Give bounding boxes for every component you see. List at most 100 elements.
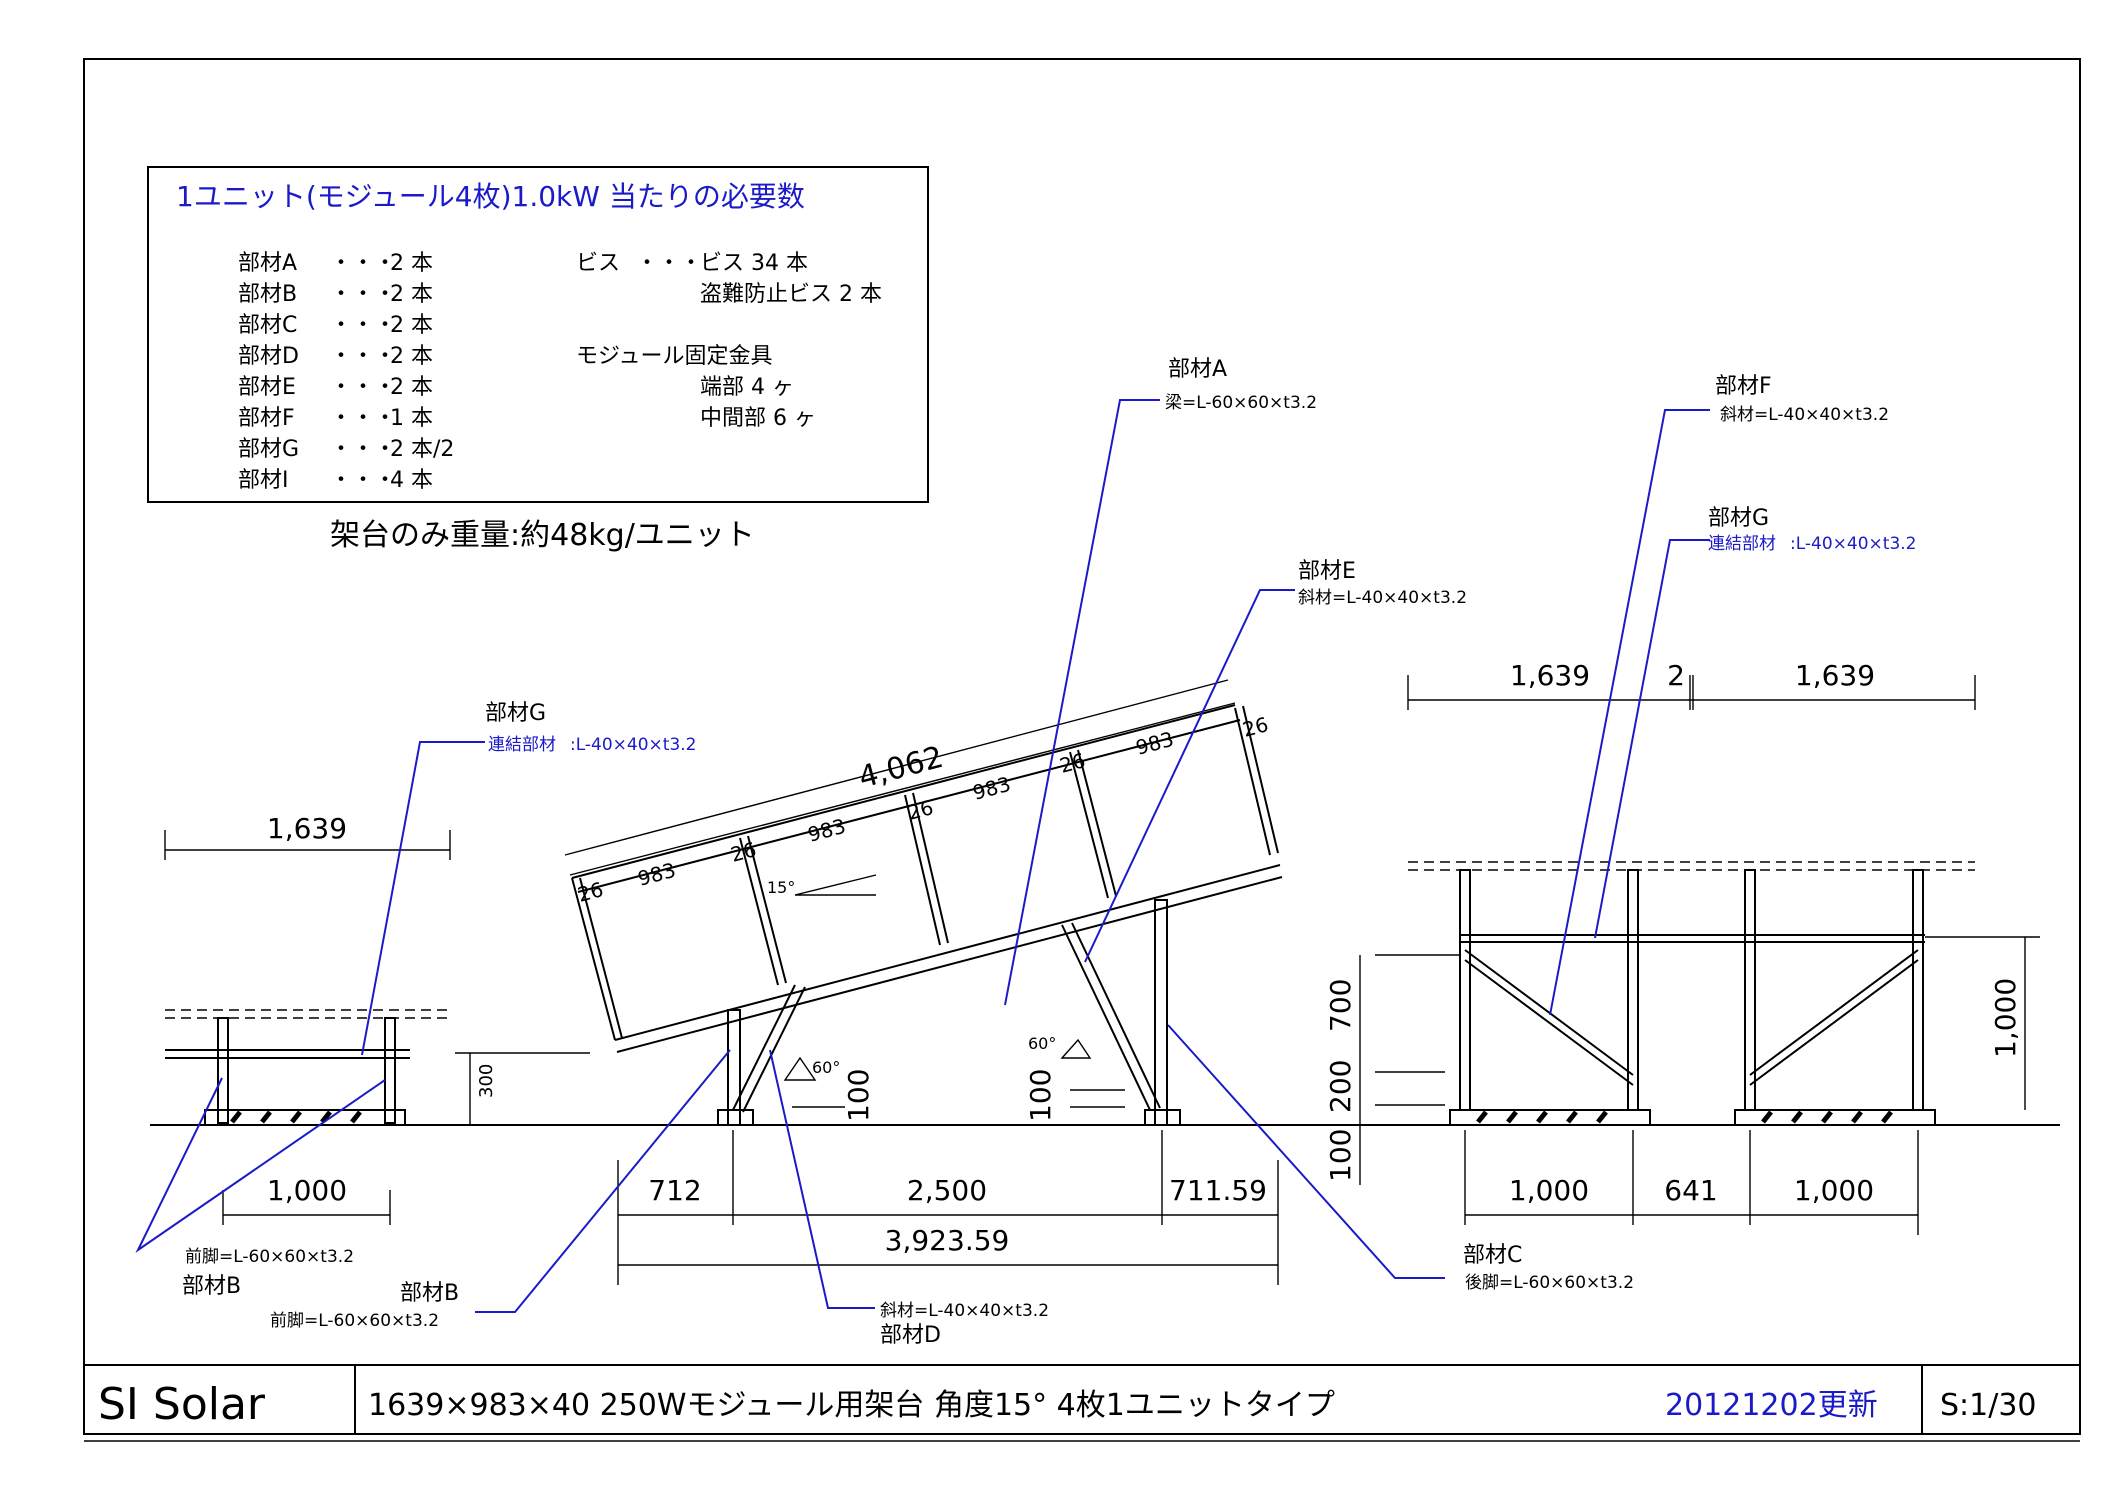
member-list-name: 部材E <box>238 375 296 400</box>
leader-member-c <box>1167 1024 1445 1279</box>
dim-300: 300 <box>476 1064 497 1098</box>
member-list-qty: 4 本 <box>390 468 433 493</box>
dim-right-200: 200 <box>1324 1060 1357 1113</box>
fixture-title: モジュール固定金具 <box>576 344 772 369</box>
angle-rear: 60° <box>1028 1034 1056 1053</box>
dim-right-base-gap: 641 <box>1664 1174 1717 1207</box>
dim-seg-3: 983 <box>970 772 1013 805</box>
dim-100-rear: 100 <box>1024 1069 1057 1122</box>
dim-right-base1: 1,000 <box>1509 1174 1589 1207</box>
member-list-sep: ・・・ <box>330 251 396 276</box>
label-member-c-spec: 後脚=L-60×60×t3.2 <box>1465 1273 1634 1293</box>
fixture-end: 端部 4 ヶ <box>700 375 794 400</box>
label-member-b-mid: 部材B <box>400 1281 459 1306</box>
leader-member-b-left <box>135 1077 386 1253</box>
fixture-mid: 中間部 6 ヶ <box>700 406 816 431</box>
member-list-qty: 2 本 <box>390 344 433 369</box>
label-member-g-left-spec-b: :L-40×40×t3.2 <box>570 735 697 755</box>
member-list-qty: 2 本 <box>390 282 433 307</box>
dim-span-rear: 711.59 <box>1169 1174 1267 1207</box>
requirements-box <box>147 166 929 503</box>
screws-qty: ビス 34 本 <box>700 251 808 276</box>
label-member-f-spec: 斜材=L-40×40×t3.2 <box>1720 405 1889 425</box>
foundation-right-1 <box>1449 1109 1651 1126</box>
member-list-qty: 2 本 <box>390 375 433 400</box>
hardware-list: ビス ・・・ ビス 34 本 盗難防止ビス 2 本 モジュール固定金具 端部 4… <box>576 251 882 431</box>
leader-member-b-mid <box>475 1049 731 1313</box>
dim-seg-1: 983 <box>635 858 678 891</box>
rear-leg-right-4 <box>1912 869 1924 1111</box>
dim-right-100: 100 <box>1324 1129 1357 1182</box>
dim-left-base: 1,000 <box>267 1174 347 1207</box>
label-member-b-left-spec: 前脚=L-60×60×t3.2 <box>185 1247 354 1267</box>
front-leg-left-2 <box>384 1017 396 1124</box>
weight-note: 架台のみ重量:約48kg/ユニット <box>330 518 755 553</box>
member-list-sep: ・・・ <box>330 468 396 493</box>
dim-span-total: 3,923.59 <box>885 1224 1010 1257</box>
dim-100-front: 100 <box>842 1069 875 1122</box>
member-list-sep: ・・・ <box>330 344 396 369</box>
label-member-e: 部材E <box>1298 559 1356 584</box>
member-list-sep: ・・・ <box>330 375 396 400</box>
leader-member-f <box>1549 409 1710 1016</box>
member-list-sep: ・・・ <box>330 406 396 431</box>
member-list-name: 部材C <box>238 313 297 338</box>
title-updated: 20121202更新 <box>1665 1388 1878 1423</box>
rear-leg-member-c <box>1154 899 1168 1126</box>
member-list-name: 部材D <box>238 344 299 369</box>
member-list: 部材A ・・・ 2 本 部材B ・・・ 2 本 部材C ・・・ 2 本 部材D … <box>238 251 454 493</box>
dim-panel-total: 4,062 <box>855 740 947 796</box>
member-list-sep: ・・・ <box>330 282 396 307</box>
member-list-sep: ・・・ <box>330 313 396 338</box>
title-scale: S:1/30 <box>1940 1388 2037 1423</box>
title-company: SI Solar <box>98 1379 266 1430</box>
label-member-c: 部材C <box>1463 1243 1522 1268</box>
dim-seg-4: 983 <box>1133 727 1176 760</box>
dim-right-base2: 1,000 <box>1794 1174 1874 1207</box>
screws-sep: ・・・ <box>636 251 702 276</box>
leader-member-d <box>769 1049 875 1309</box>
side-view: 300 100 60° 100 60° 15° 4,062 26 983 26 … <box>455 679 1283 1285</box>
member-list-qty: 2 本 <box>390 313 433 338</box>
label-member-a-spec: 梁=L-60×60×t3.2 <box>1165 393 1317 413</box>
dim-right-gap: 2 <box>1667 659 1685 692</box>
title-block: SI Solar 1639×983×40 250Wモジュール用架台 角度15° … <box>98 1379 2037 1430</box>
member-list-name: 部材F <box>238 406 295 431</box>
dim-right-w1: 1,639 <box>1510 659 1590 692</box>
member-list-qty: 2 本/2 <box>390 437 454 462</box>
rear-diagonal-member-e <box>1061 924 1151 1111</box>
module-end-front <box>571 877 616 1041</box>
member-list-name: 部材I <box>238 468 289 493</box>
module-top-edge <box>571 704 1236 879</box>
dim-span-front: 712 <box>648 1174 701 1207</box>
diagonal-member-f-1 <box>1464 949 1634 1076</box>
foundation-left <box>204 1109 406 1126</box>
leader-member-g-right <box>1594 539 1710 939</box>
dim-right-1000: 1,000 <box>1989 978 2022 1058</box>
leader-member-a <box>1004 399 1160 1006</box>
module-end-rear <box>1234 707 1271 856</box>
dim-right-w2: 1,639 <box>1795 659 1875 692</box>
leader-member-g-left <box>361 741 485 1056</box>
requirements-title: 1ユニット(モジュール4枚)1.0kW 当たりの必要数 <box>176 180 805 213</box>
rear-leg-right-1 <box>1459 869 1471 1111</box>
angle-front: 60° <box>812 1058 840 1077</box>
leader-member-e <box>1084 589 1295 963</box>
label-member-d-spec: 斜材=L-40×40×t3.2 <box>880 1301 1049 1321</box>
dim-gap-1: 26 <box>575 877 606 907</box>
dim-left-width: 1,639 <box>267 812 347 845</box>
member-labels: 部材A 梁=L-60×60×t3.2 部材E 斜材=L-40×40×t3.2 部… <box>182 357 1917 1348</box>
right-rear-view: 1,639 2 1,639 700 200 100 <box>1324 659 2040 1235</box>
member-list-name: 部材B <box>238 282 297 307</box>
leader-lines <box>135 399 1710 1313</box>
front-diagonal-member-d <box>732 984 796 1111</box>
module-frame-3 <box>1069 751 1109 899</box>
label-member-f: 部材F <box>1715 374 1772 399</box>
screws-label: ビス <box>576 251 620 276</box>
beam-member-a <box>614 864 1281 1041</box>
label-member-g-right-spec-b: :L-40×40×t3.2 <box>1790 534 1917 554</box>
angle-mark-rear <box>1060 1038 1092 1059</box>
label-member-g-left-spec-a: 連結部材 <box>488 735 556 755</box>
